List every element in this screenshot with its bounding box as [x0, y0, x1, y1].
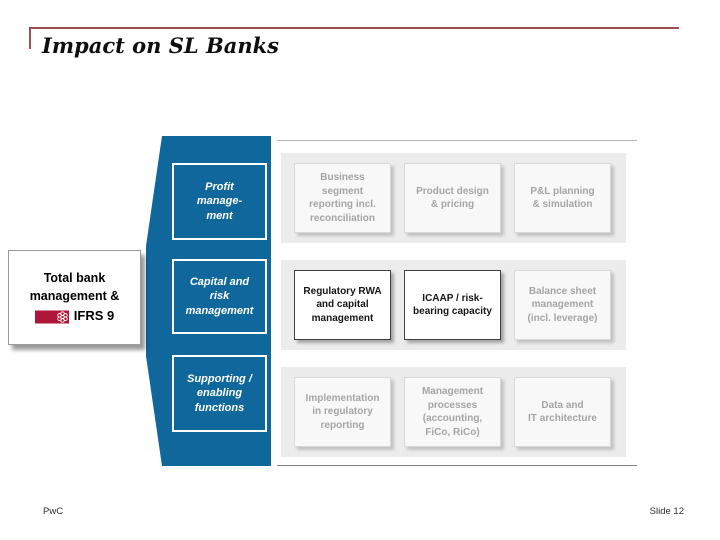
matrix-row-profit: Business segment reporting incl. reconci… — [281, 153, 626, 243]
matrix-item-implementation-regulatory-reporting: Implementation in regulatory reporting — [294, 377, 391, 447]
ifrs9-row: IFRS 9 — [34, 307, 115, 326]
footer-page-number: Slide 12 — [649, 506, 684, 517]
total-bank-management-box: Total bank management & IFRS 9 — [8, 250, 141, 345]
page-title: Impact on SL Banks — [42, 33, 279, 58]
total-bank-management-label: Total bank management & — [29, 270, 120, 304]
ifrs9-circles-badge-icon — [34, 310, 69, 324]
category-box-profit-management: Profit manage- ment — [172, 163, 267, 240]
matrix-item-regulatory-rwa-capital-management: Regulatory RWA and capital management — [294, 270, 391, 340]
matrix-item-data-it-architecture: Data and IT architecture — [514, 377, 611, 447]
separator-line-bottom — [277, 465, 637, 466]
matrix-item-business-segment-reporting: Business segment reporting incl. reconci… — [294, 163, 391, 233]
matrix-row-capital-risk: Regulatory RWA and capital management IC… — [281, 260, 626, 350]
matrix-item-product-design-pricing: Product design & pricing — [404, 163, 501, 233]
category-box-supporting-enabling-functions: Supporting / enabling functions — [172, 355, 267, 432]
top-accent-rule — [29, 27, 679, 49]
matrix-row-supporting: Implementation in regulatory reporting M… — [281, 367, 626, 457]
ifrs9-label: IFRS 9 — [73, 308, 115, 324]
matrix-item-balance-sheet-management: Balance sheet management (incl. leverage… — [514, 270, 611, 340]
matrix-item-pl-planning-simulation: P&L planning & simulation — [514, 163, 611, 233]
category-box-capital-risk-management: Capital and risk management — [172, 259, 267, 334]
footer-brand: PwC — [43, 506, 64, 517]
separator-line-top — [277, 140, 637, 141]
matrix-item-management-processes: Management processes (accounting, FiCo, … — [404, 377, 501, 447]
matrix-item-icaap-risk-bearing-capacity: ICAAP / risk- bearing capacity — [404, 270, 501, 340]
